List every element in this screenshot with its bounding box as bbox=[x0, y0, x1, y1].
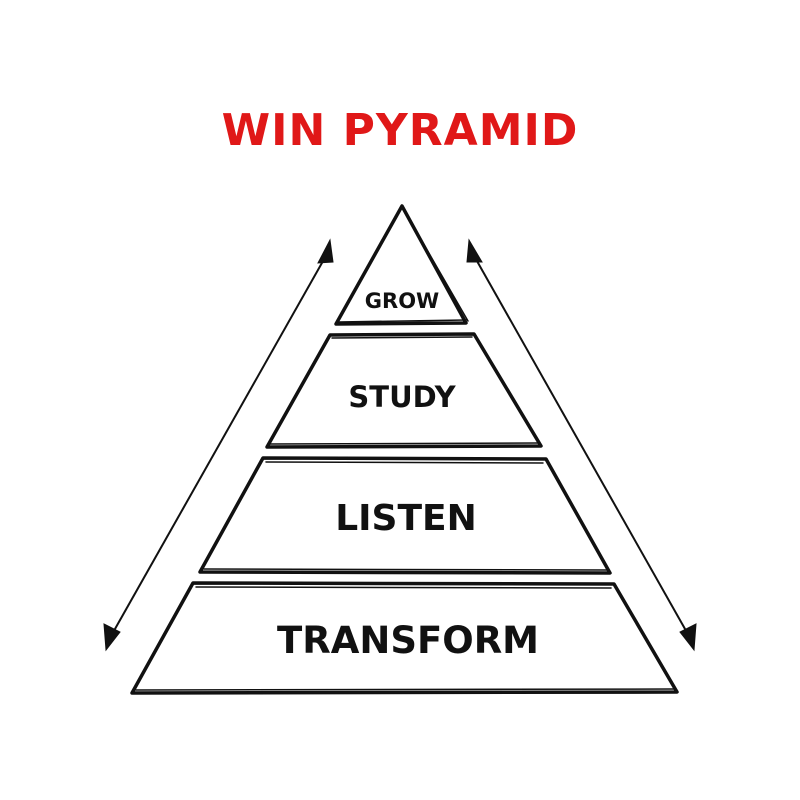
pyramid-tier-transform: TRANSFORM bbox=[130, 581, 679, 695]
pyramid-tier-study: STUDY bbox=[265, 332, 543, 449]
tier-label-grow: GROW bbox=[365, 289, 439, 313]
tier-study-shape bbox=[265, 332, 543, 449]
tier-grow-shape bbox=[334, 204, 468, 326]
tier-listen-shape bbox=[198, 456, 612, 575]
tier-label-listen: LISTEN bbox=[335, 498, 477, 539]
pyramid-tier-listen: LISTEN bbox=[198, 456, 612, 575]
tier-label-study: STUDY bbox=[348, 380, 456, 414]
tier-label-transform: TRANSFORM bbox=[277, 619, 539, 662]
pyramid-tier-grow: GROW bbox=[334, 204, 469, 326]
tier-transform-shape bbox=[130, 581, 679, 695]
left-double-arrow-icon bbox=[103, 238, 334, 652]
right-double-arrow-icon bbox=[466, 238, 697, 652]
diagram-title: WIN PYRAMID bbox=[222, 105, 579, 156]
